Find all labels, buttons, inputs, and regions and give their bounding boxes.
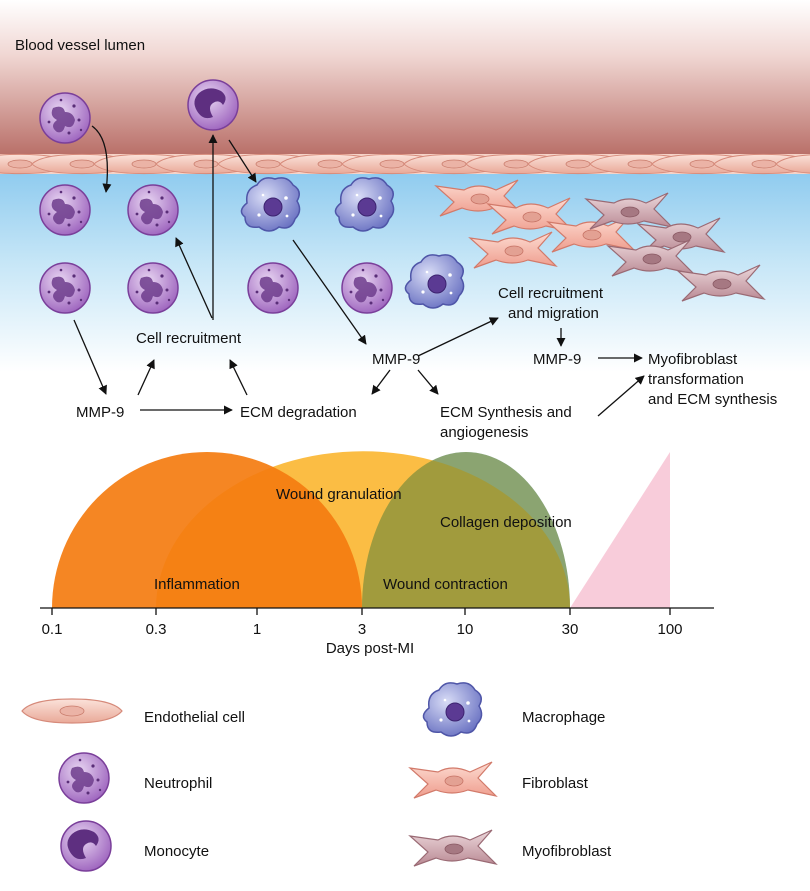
wound-contraction-overlap — [362, 452, 570, 608]
legend-label-macrophage: Macrophage — [522, 709, 605, 726]
arrow-degradation-to-recruitment — [229, 359, 248, 396]
legend-label-fibroblast: Fibroblast — [522, 775, 589, 792]
myofibroblast-transformation-label: Myofibroblast transformation and ECM syn… — [648, 351, 777, 408]
arrow-mmp9-to-recruitment — [137, 359, 155, 396]
cell-recruitment-migration-line-1: Cell recruitment — [498, 285, 604, 302]
x-tick-label: 10 — [457, 621, 474, 638]
phase-label-wound-granulation: Wound granulation — [276, 486, 402, 503]
x-tick-label: 0.3 — [146, 621, 167, 638]
fibroblast-icon — [409, 761, 497, 799]
arrow-monocyte-to-macrophage — [228, 139, 257, 183]
legend-item-neutrophil: Neutrophil — [58, 752, 212, 804]
phase-label-inflammation: Inflammation — [154, 576, 240, 593]
arrow-mmp9-to-synthesis — [417, 369, 439, 395]
neutrophil-cell — [39, 262, 91, 314]
x-tick-label: 0.1 — [42, 621, 63, 638]
monocyte-icon — [60, 820, 112, 872]
pink-phase-region — [570, 452, 670, 608]
neutrophil-cell — [39, 92, 91, 144]
monocyte-cell — [187, 79, 239, 131]
phase-label-wound-contraction: Wound contraction — [383, 576, 508, 593]
legend-label-myofibroblast: Myofibroblast — [522, 843, 612, 860]
neutrophil-cell — [127, 184, 179, 236]
legend-item-endothelial: Endothelial cell — [21, 698, 245, 726]
arrow-recruitment-to-neutrophil — [175, 237, 213, 319]
legend-item-fibroblast: Fibroblast — [409, 761, 589, 799]
arrow-synthesis-to-myofibroblast — [597, 375, 645, 417]
mmp9-right-label: MMP-9 — [533, 351, 581, 368]
arrow-macrophage-to-mmp9 — [292, 239, 367, 345]
myofibroblast-transformation-line-2: transformation — [648, 371, 744, 388]
x-tick-label: 30 — [562, 621, 579, 638]
x-tick-labels: 0.1 0.3 1 3 10 30 100 — [42, 621, 683, 638]
macrophage-icon — [422, 682, 483, 737]
x-tick-label: 1 — [253, 621, 261, 638]
x-axis-ticks — [51, 608, 671, 615]
phase-label-collagen-deposition: Collagen deposition — [440, 514, 572, 531]
legend-item-macrophage: Macrophage — [422, 682, 605, 737]
arrow-mmp9-to-degradation — [371, 369, 391, 395]
ecm-degradation-label: ECM degradation — [240, 404, 357, 421]
healing-phases-chart: Inflammation Wound granulation Collagen … — [40, 451, 714, 657]
x-tick-label: 3 — [358, 621, 366, 638]
neutrophil-icon — [58, 752, 110, 804]
endothelial-cell-icon — [21, 698, 123, 724]
neutrophil-cell — [247, 262, 299, 314]
x-tick-label: 100 — [657, 621, 682, 638]
legend-label-endothelial: Endothelial cell — [144, 709, 245, 726]
x-axis-title: Days post-MI — [326, 640, 414, 657]
mmp9-left-label: MMP-9 — [76, 404, 124, 421]
legend-label-neutrophil: Neutrophil — [144, 775, 212, 792]
legend-item-monocyte: Monocyte — [60, 820, 209, 872]
endothelial-layer — [0, 153, 810, 175]
cell-recruitment-migration-line-2: and migration — [508, 305, 599, 322]
pathway-arrows — [73, 125, 645, 417]
myofibroblast-icon — [409, 829, 497, 867]
cell-recruitment-migration-label: Cell recruitment and migration — [498, 285, 607, 322]
inflammation-dome — [52, 452, 362, 608]
vessel-lumen-band — [0, 0, 810, 160]
neutrophil-cell — [341, 262, 393, 314]
vessel-lumen-label: Blood vessel lumen — [15, 37, 145, 54]
legend-item-myofibroblast: Myofibroblast — [409, 829, 612, 867]
ecm-synthesis-line-2: angiogenesis — [440, 424, 528, 441]
cell-recruitment-label: Cell recruitment — [136, 330, 242, 347]
neutrophil-cell — [127, 262, 179, 314]
myofibroblast-transformation-line-3: and ECM synthesis — [648, 391, 777, 408]
ecm-synthesis-line-1: ECM Synthesis and — [440, 404, 572, 421]
arrow-mmp9-to-migration — [417, 317, 499, 357]
legend-label-monocyte: Monocyte — [144, 843, 209, 860]
arrow-neutrophil-down — [91, 125, 112, 193]
ecm-synthesis-label: ECM Synthesis and angiogenesis — [440, 404, 576, 441]
arrow-neutrophil-to-mmp9 — [73, 319, 107, 395]
neutrophil-cell — [39, 184, 91, 236]
legend: Endothelial cell Neutrophil Monocyte Mac… — [21, 682, 612, 872]
pathway-labels: MMP-9 Cell recruitment ECM degradation M… — [76, 285, 777, 441]
myofibroblast-transformation-line-1: Myofibroblast — [648, 351, 738, 368]
mmp9-center-label: MMP-9 — [372, 351, 420, 368]
